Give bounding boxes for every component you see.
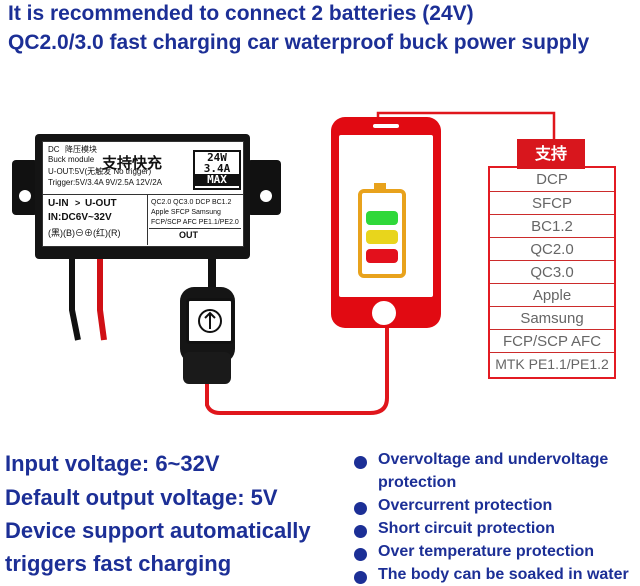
mound-hole-right <box>260 190 272 202</box>
header-line-2: QC2.0/3.0 fast charging car waterproof b… <box>8 31 590 54</box>
proto-row-2: Apple SFCP Samsung <box>151 209 221 216</box>
feature-item: Short circuit protection <box>378 520 555 537</box>
feature-item: Over temperature protection <box>378 543 595 560</box>
bullet-icon <box>354 571 367 584</box>
uout-spec: U-OUT:5V(无触发 No trigger) <box>48 167 152 176</box>
module-buck: Buck module <box>48 155 95 164</box>
list-item: Samsung <box>490 306 614 330</box>
module-dc: DC <box>48 145 60 154</box>
phone-home-button <box>372 301 396 325</box>
proto-row-1: QC2.0 QC3.0 DCP BC1.2 <box>151 199 232 206</box>
battery-cell-red <box>366 249 398 263</box>
max-badge: 24W 3.4A MAX <box>193 150 241 190</box>
polarity: (黑)(B)⊖⊕(红)(R) <box>48 228 121 238</box>
module-left-wing <box>12 160 38 215</box>
badge-watt: 24W <box>207 151 227 164</box>
feature-item: Overvoltage and undervoltage <box>378 451 609 468</box>
phone-speaker <box>373 124 399 128</box>
module-label: DC 降压模块 Buck module 支持快充 24W 3.4A MAX U-… <box>42 141 244 247</box>
usb-symbol-icon <box>198 309 222 333</box>
supported-protocol-list: DCP SFCP BC1.2 QC2.0 QC3.0 Apple Samsung… <box>488 166 616 379</box>
battery-cell-yellow <box>366 230 398 244</box>
usb-port-icon <box>186 298 234 344</box>
usb-connector-tip <box>183 352 231 384</box>
connector-line <box>376 111 556 139</box>
input-range: IN:DC6V~32V <box>48 212 112 223</box>
list-item: DCP <box>536 171 568 188</box>
trigger-spec: Trigger:5V/3.4A 9V/2.5A 12V/2A <box>48 178 162 187</box>
list-item: FCP/SCP AFC <box>490 329 614 353</box>
badge-amp: 3.4A <box>203 162 231 175</box>
feature-item-cont: protection <box>378 474 457 491</box>
battery-cap-icon <box>374 183 386 189</box>
uout-label: U-OUT <box>85 198 117 209</box>
module-cn: 降压模块 <box>65 145 97 154</box>
red-input-wire <box>97 258 107 341</box>
module-right-wing <box>247 160 281 215</box>
label-divider-vertical <box>147 194 148 245</box>
proto-row-3: FCP/SCP AFC PE1.1/PE2.0 <box>151 219 239 226</box>
feature-item: Overcurrent protection <box>378 497 553 514</box>
red-charging-cable <box>205 325 389 415</box>
spec-device-support: Device support automatically <box>5 518 311 543</box>
module-title: 支持快充 <box>102 155 163 172</box>
uin-arrow: > <box>75 198 81 208</box>
spec-fast-charging: triggers fast charging <box>5 551 232 576</box>
list-item: Apple <box>490 283 614 307</box>
spec-input-voltage: Input voltage: 6~32V <box>5 451 220 476</box>
black-input-wire <box>69 258 81 341</box>
mound-hole-left <box>19 190 31 202</box>
uin-label: U-IN <box>48 198 69 209</box>
bullet-icon <box>354 525 367 538</box>
header-line-1: It is recommended to connect 2 batteries… <box>8 2 474 25</box>
list-item: BC1.2 <box>490 214 614 238</box>
list-item: QC3.0 <box>490 260 614 284</box>
bullet-icon <box>354 548 367 561</box>
list-item: QC2.0 <box>490 237 614 261</box>
spec-output-voltage: Default output voltage: 5V <box>5 485 278 510</box>
list-item: SFCP <box>490 191 614 215</box>
support-tag: 支持 <box>517 139 585 169</box>
list-item: MTK PE1.1/PE1.2 <box>490 352 614 376</box>
out-label: OUT <box>179 230 198 240</box>
bullet-icon <box>354 502 367 515</box>
label-divider <box>43 194 243 195</box>
bullet-icon <box>354 456 367 469</box>
battery-cell-green <box>366 211 398 225</box>
out-divider <box>149 228 241 229</box>
badge-max: MAX <box>195 174 239 186</box>
feature-item: The body can be soaked in water <box>378 566 629 583</box>
